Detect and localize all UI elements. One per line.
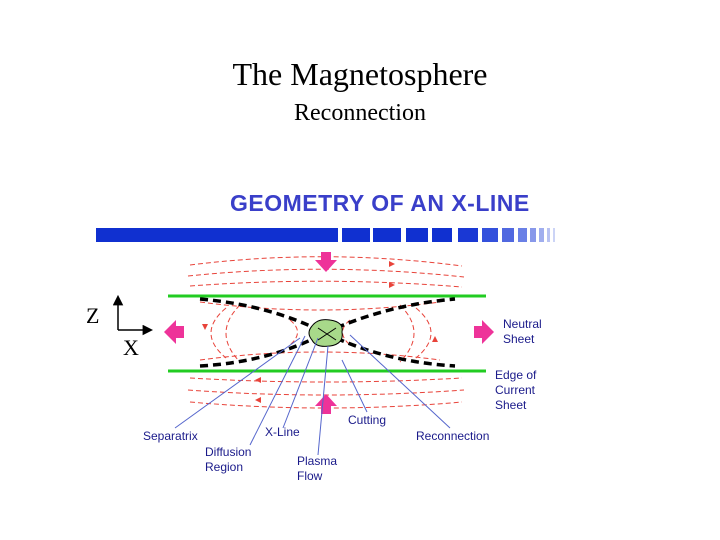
slide-subtitle: Reconnection (294, 100, 426, 126)
x-line-marker (317, 327, 337, 341)
header-bar-segment (539, 228, 544, 242)
x-axis-label: X (123, 335, 139, 360)
plasma-flow-label: Plasma Flow (297, 454, 338, 483)
header-bar-segment (432, 228, 452, 242)
header-bar (96, 228, 555, 242)
header-bar-segment (518, 228, 527, 242)
header-bar-segment (553, 228, 555, 242)
neutral-sheet-label: Neutral Sheet (503, 317, 542, 346)
field-lines-inner (199, 301, 441, 363)
header-bar-segment (406, 228, 428, 242)
slide-title: The Magnetosphere (232, 56, 488, 92)
header-bar-segment (342, 228, 370, 242)
inflow-arrow-bottom (315, 394, 337, 414)
reconnection-label: Reconnection (416, 429, 490, 443)
header-bar-segment (530, 228, 536, 242)
z-axis-label: Z (86, 303, 100, 328)
cutting-label: Cutting (348, 413, 387, 427)
header-bar-segment (458, 228, 478, 242)
x-line-label: X-Line (265, 425, 300, 439)
header-bar-main (96, 228, 338, 242)
outflow-arrow-right (474, 320, 494, 344)
header-bar-segment (547, 228, 550, 242)
header-bar-segment (502, 228, 514, 242)
inflow-arrow-top (315, 252, 337, 272)
plasma-flow-arrows (164, 252, 494, 414)
diagram-heading: GEOMETRY OF AN X-LINE (230, 190, 530, 216)
outflow-arrow-left (164, 320, 184, 344)
edge-of-current-sheet-label: Edge of Current Sheet (495, 368, 537, 412)
header-bar-segment (482, 228, 498, 242)
field-arrowheads (202, 261, 438, 403)
header-bar-segment (373, 228, 401, 242)
label-leader-lines (174, 334, 451, 456)
axis-indicator (112, 294, 154, 336)
diffusion-region-label: Diffusion Region (205, 445, 252, 474)
separatrix-label: Separatrix (143, 429, 198, 443)
